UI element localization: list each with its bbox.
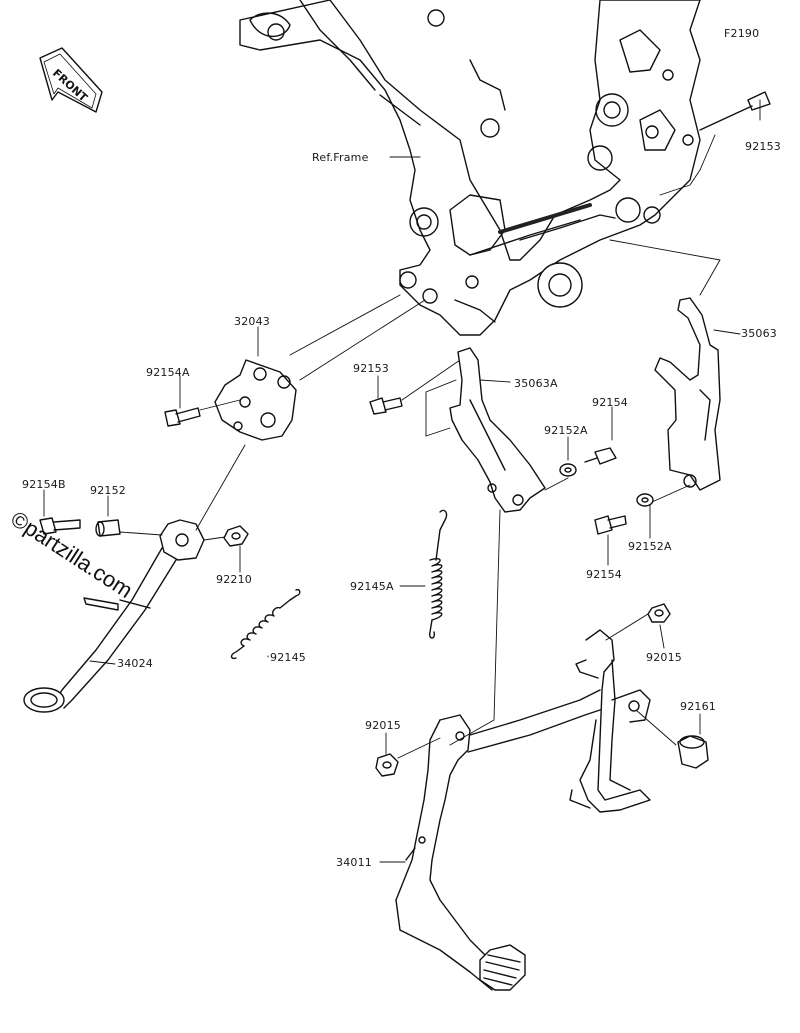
part-label-92153-top[interactable]: 92153	[745, 140, 781, 153]
center-stand-34011	[395, 629, 651, 991]
bolt-92154A	[164, 407, 201, 427]
part-label-92154-top[interactable]: 92154	[592, 396, 628, 409]
spring-92145A	[428, 509, 448, 639]
front-arrow-icon	[39, 47, 103, 113]
bolt-92154B	[39, 517, 81, 535]
part-label-92152A-bottom[interactable]: 92152A	[628, 540, 672, 553]
side-stand-34024	[23, 519, 205, 713]
part-label-92154B[interactable]: 92154B	[22, 478, 66, 491]
part-label-35063A[interactable]: 35063A	[514, 377, 558, 390]
part-label-92210[interactable]: 92210	[216, 573, 252, 586]
bolt-92153-top	[699, 91, 771, 131]
bolt-92153-mid	[369, 397, 403, 415]
nut-92015-left	[375, 753, 399, 777]
part-label-92153-mid[interactable]: 92153	[353, 362, 389, 375]
part-label-92152[interactable]: 92152	[90, 484, 126, 497]
part-label-32043[interactable]: 32043	[234, 315, 270, 328]
frame-reference	[239, 0, 701, 336]
collar-92152	[95, 519, 121, 537]
part-label-34011[interactable]: 34011	[336, 856, 372, 869]
spring-92145	[230, 588, 301, 660]
part-label-92145[interactable]: 92145	[270, 651, 306, 664]
part-label-92154A[interactable]: 92154A	[146, 366, 190, 379]
stopper-92161	[677, 735, 709, 769]
bolt-92154-top	[584, 447, 617, 465]
ref-frame-label: Ref.Frame	[312, 151, 369, 164]
nut-92210	[223, 525, 249, 547]
part-label-92145A[interactable]: 92145A	[350, 580, 394, 593]
part-label-34024[interactable]: 34024	[117, 657, 153, 670]
front-label: FRONT	[50, 67, 90, 105]
bracket-35063A	[449, 347, 546, 513]
part-label-35063[interactable]: 35063	[741, 327, 777, 340]
collar-92152A-top	[559, 463, 577, 477]
diagram-code: F2190	[724, 27, 760, 40]
part-label-92161[interactable]: 92161	[680, 700, 716, 713]
collar-92152A-bottom	[636, 493, 654, 507]
part-label-92015-left[interactable]: 92015	[365, 719, 401, 732]
part-label-92152A-top[interactable]: 92152A	[544, 424, 588, 437]
bracket-32043	[214, 359, 297, 441]
bolt-92154-bottom	[594, 515, 627, 535]
part-label-92015-right[interactable]: 92015	[646, 651, 682, 664]
part-label-92154-bottom[interactable]: 92154	[586, 568, 622, 581]
bracket-35063	[654, 297, 721, 491]
